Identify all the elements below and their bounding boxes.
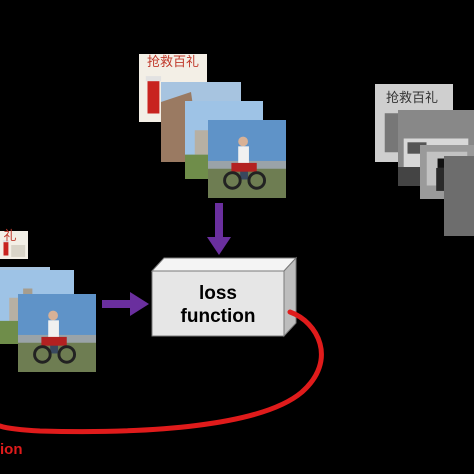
photo-banner-text: 抢救百礼: [147, 54, 199, 70]
photo-bike-left: [18, 292, 96, 374]
feedback-loop-curve: [0, 309, 324, 435]
arrow-right: [102, 292, 149, 316]
arrow-down: [207, 203, 231, 255]
loss-function-box: loss function: [150, 256, 298, 338]
loss-box-label-line2: function: [181, 306, 256, 327]
photo-banner-left: 礼: [0, 228, 28, 259]
feedback-loop-label: ion: [0, 441, 23, 458]
loss-box-side-face: [283, 256, 297, 338]
loss-box-top-face: [150, 257, 298, 272]
left-image-stack: 礼: [0, 228, 96, 374]
loss-box-front-face: [151, 270, 285, 337]
top-image-stack: 抢救百礼: [139, 54, 286, 200]
photo-banner-top: 抢救百礼: [139, 54, 207, 122]
loss-box-label-line1: loss: [199, 283, 237, 304]
right-image-stack: 抢救百礼: [375, 84, 474, 236]
photo-gray-banner-text: 抢救百礼: [386, 90, 438, 106]
photo-banner-text-left: 礼: [3, 228, 16, 244]
photo-bike-top: [208, 118, 286, 200]
photo-gray-banner: 抢救百礼: [375, 84, 453, 162]
photo-gray-edge: [444, 156, 474, 236]
